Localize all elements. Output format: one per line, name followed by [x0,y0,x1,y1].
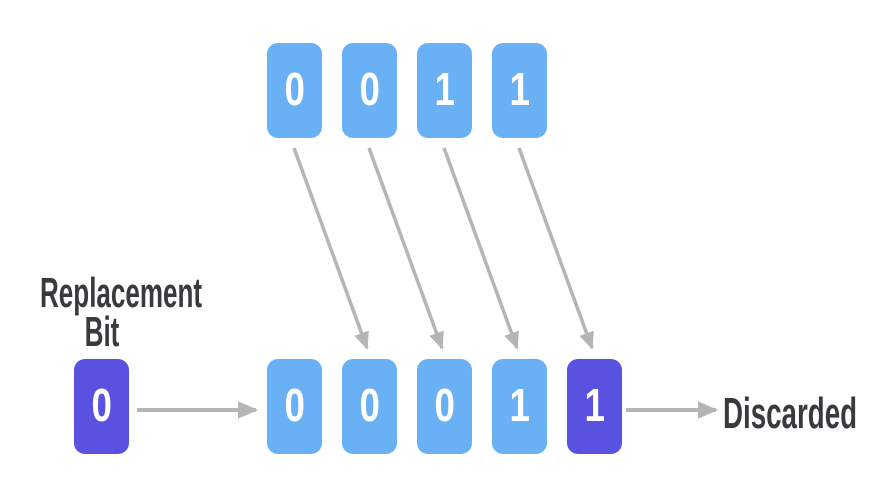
bottom-bit-5-discarded: 1 [567,359,622,454]
top-bit-4: 1 [492,43,547,138]
discarded-label: Discarded [723,389,858,438]
top-bit-row: 0 0 1 1 [267,43,547,138]
bottom-bit-4: 1 [492,359,547,454]
bit-value: 1 [509,378,530,431]
bit-value: 1 [434,62,455,115]
shift-arrow-3 [442,147,519,350]
bottom-bit-1: 0 [267,359,322,454]
shift-arrow-1 [292,147,369,350]
bit-value: 0 [359,62,380,115]
top-bit-2: 0 [342,43,397,138]
shift-arrow-4 [517,147,594,350]
bit-value: 1 [584,378,605,431]
replacement-label-line2: Bit [84,308,120,355]
top-bit-1: 0 [267,43,322,138]
bottom-bit-2: 0 [342,359,397,454]
top-bit-3: 1 [417,43,472,138]
bit-value: 0 [284,62,305,115]
replacement-label-line1: Replacement [40,269,203,316]
bottom-bit-3: 0 [417,359,472,454]
replacement-bit-box: 0 [74,359,129,454]
shift-arrow-2 [367,147,444,350]
replacement-bit-label: Replacement Bit [40,269,203,355]
bit-value: 0 [284,378,305,431]
bit-value: 0 [434,378,455,431]
bottom-bit-row: 0 0 0 1 1 [267,359,622,454]
bit-value: 1 [509,62,530,115]
bit-value: 0 [359,378,380,431]
replacement-bit-value: 0 [91,378,112,431]
